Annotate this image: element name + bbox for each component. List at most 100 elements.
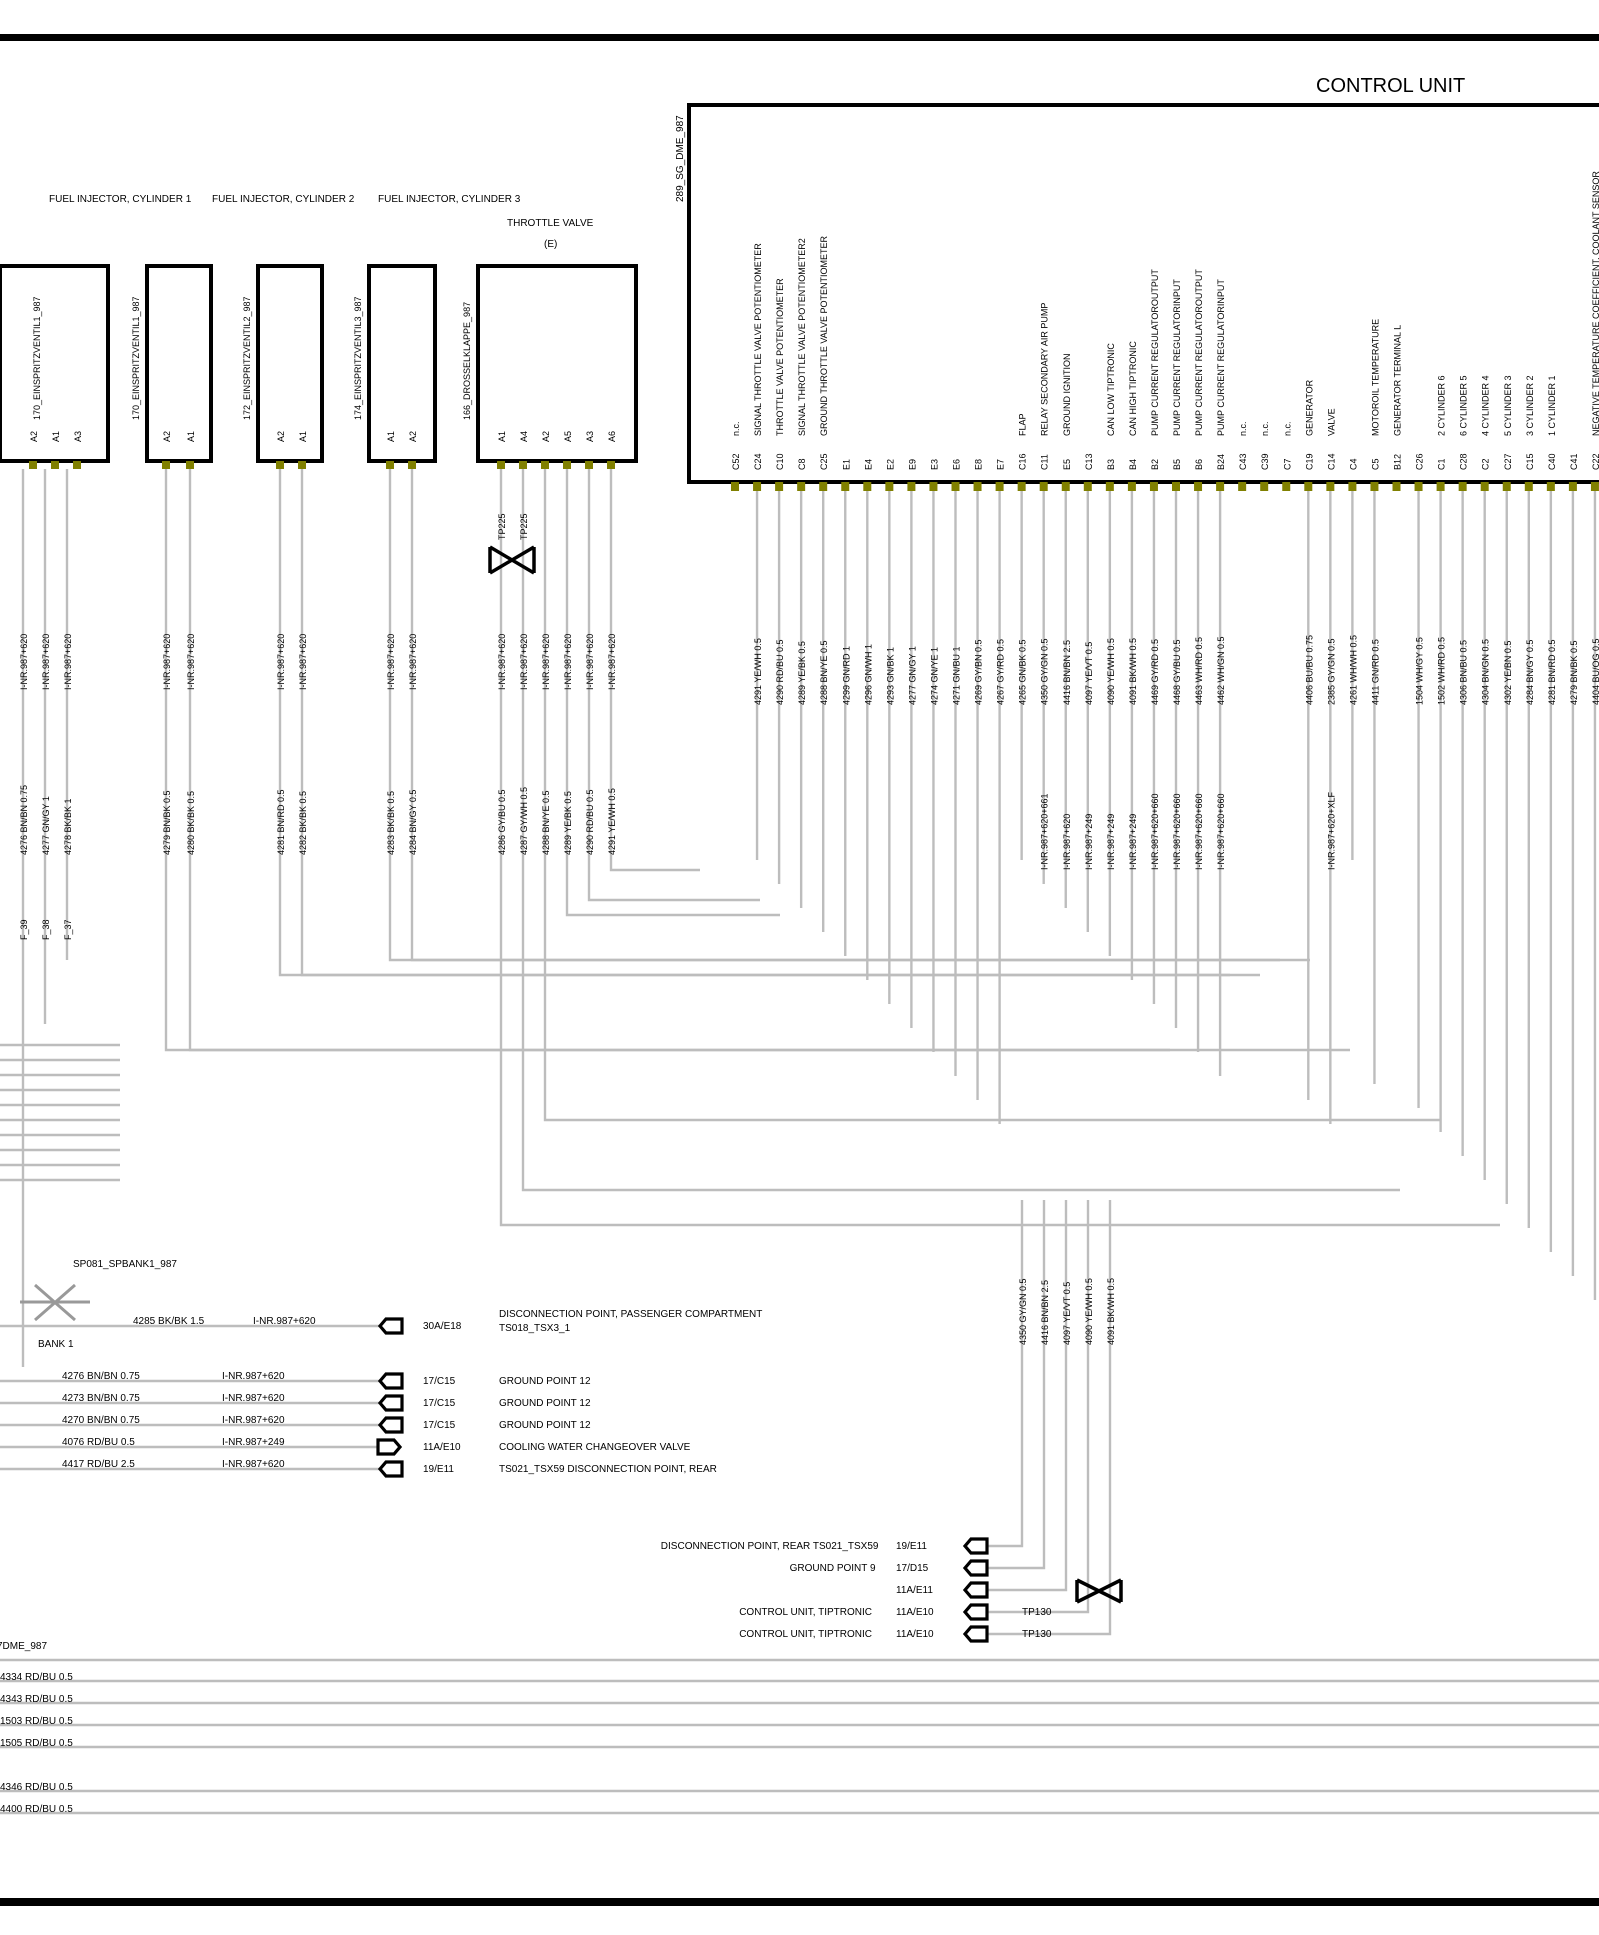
ecu-pin-id: C28 (1459, 453, 1469, 470)
pin-terminal (162, 461, 170, 469)
ecu-wire-label: 4091 BK/WH 0.5 (1128, 638, 1138, 705)
pin-terminal (563, 461, 571, 469)
ecu-pin-terminal (907, 482, 916, 491)
component-box-inj3 (256, 264, 324, 463)
ecu-pin-id: C52 (731, 453, 741, 470)
ecu-wire-label: 4306 BN/BU 0.5 (1459, 640, 1469, 705)
ecu-wire-label: 4279 BN/BK 0.5 (1569, 640, 1579, 705)
ecu-pin-id: C13 (1084, 453, 1094, 470)
left-harness-label: I-NR.987+620 (63, 634, 73, 690)
ecu-harness-label: I-NR.987+620+XLF (1326, 791, 1336, 870)
left-wire (521, 469, 1400, 1192)
left-wire (164, 469, 1170, 1052)
ecu-harness-label: I-NR.987+249 (1084, 814, 1094, 870)
right-connector-wire (987, 1200, 1024, 1548)
connector-symbol (377, 1394, 404, 1412)
connector-symbol (377, 1460, 404, 1478)
component-pin-label: A1 (497, 431, 507, 442)
right-connector-tp: TP130 (1022, 1607, 1052, 1618)
pin-terminal (497, 461, 505, 469)
components (0, 103, 1599, 1643)
ecu-wire-label: 4416 BN/BN 2.5 (1062, 640, 1072, 705)
ecu-pin-id: E8 (974, 459, 984, 470)
left-harness-label: I-NR.987+620 (386, 634, 396, 690)
ecu-pin-id: C19 (1304, 453, 1314, 470)
ecu-pin-function: PUMP CURRENT REGULATORINPUT (1216, 279, 1226, 436)
ecu-pin-id: C14 (1326, 453, 1336, 470)
ecu-wire-label: 4296 GN/WH 1 (863, 644, 873, 705)
pin-terminal (73, 461, 81, 469)
lower-wire-label: 4090 YE/WH 0.5 (1084, 1278, 1094, 1345)
left-harness-label: I-NR.987+620 (408, 634, 418, 690)
ecu-pin-id: C7 (1282, 458, 1292, 470)
lower-wire-label: 4416 BN/BN 2.5 (1040, 1280, 1050, 1345)
ecu-wire-label: 4290 RD/BU 0.5 (775, 639, 785, 705)
ecu-wire-label: 4284 BN/GY 0.5 (1525, 640, 1535, 705)
ecu-pin-terminal (841, 482, 850, 491)
ecu-pin-id: E1 (841, 459, 851, 470)
bottom-wire-label: 1505 RD/BU 0.5 (0, 1738, 73, 1749)
left-wire-label: 4278 BK/BK 1 (63, 798, 73, 855)
component-pin-label: A2 (162, 431, 172, 442)
test-point-symbol (488, 545, 536, 575)
test-point-label: TP225 (497, 513, 507, 540)
ecu-pin-terminal (1238, 482, 1247, 491)
right-connector-wire (987, 1200, 1068, 1592)
ecu-pin-id: B5 (1172, 459, 1182, 470)
ecu-harness-label: I-NR.987+620+661 (1040, 793, 1050, 870)
ground-row-harness-label: I-NR.987+620 (253, 1316, 316, 1327)
fuel-injector-2-heading: FUEL INJECTOR, CYLINDER 2 (212, 194, 355, 205)
ground-row-ref: 11A/E10 (423, 1442, 461, 1453)
left-harness-label: I-NR.987+620 (563, 634, 573, 690)
ground-row-destination: GROUND POINT 12 (499, 1376, 591, 1387)
fuse-label: F_38 (41, 919, 51, 940)
component-pin-label: A1 (298, 431, 308, 442)
ecu-pin-terminal (1304, 482, 1313, 491)
left-wire-label: 4282 BK/BK 0.5 (298, 791, 308, 855)
ecu-pin-function: 4 CYLINDER 4 (1481, 375, 1491, 436)
splice-sub-label: BANK 1 (38, 1339, 74, 1350)
ecu-pin-terminal (973, 482, 982, 491)
ecu-wire-label: 4304 BN/GN 0.5 (1481, 639, 1491, 705)
ecu-pin-terminal (775, 482, 784, 491)
left-wire-label: 4287 GY/WH 0.5 (519, 787, 529, 855)
ecu-pin-id: C11 (1040, 454, 1050, 470)
right-connector-name: CONTROL UNIT, TIPTRONIC (739, 1607, 872, 1618)
ecu-wire-label: 4469 GY/RD 0.5 (1150, 639, 1160, 705)
left-wire-label: 4279 BN/BK 0.5 (162, 790, 172, 855)
test-point-label: TP225 (519, 513, 529, 540)
ecu-pin-terminal (929, 482, 938, 491)
ecu-pin-id: B24 (1216, 454, 1226, 470)
pin-terminal (51, 461, 59, 469)
ecu-pin-terminal (731, 482, 739, 491)
ecu-pin-terminal (1127, 482, 1136, 491)
ecu-pin-id: C41 (1569, 453, 1579, 470)
ecu-pin-terminal (1392, 482, 1401, 491)
ecu-wire-label: 4299 GN/RD 1 (841, 646, 851, 705)
ecu-pin-id: B12 (1393, 454, 1403, 470)
left-harness-label: I-NR.987+620 (19, 634, 29, 690)
bottom-wire-label: 4334 RD/BU 0.5 (0, 1672, 73, 1683)
ecu-pin-function: n.c. (1260, 421, 1270, 436)
ecu-pin-id: E3 (929, 459, 939, 470)
ecu-harness-label: I-NR.987+249 (1128, 814, 1138, 870)
left-harness-label: I-NR.987+620 (276, 634, 286, 690)
ecu-pin-function: n.c. (1282, 421, 1292, 436)
ecu-wire-label: 4267 GY/RD 0.5 (996, 639, 1006, 705)
ecu-harness-label: I-NR.987+249 (1106, 814, 1116, 870)
right-connector-name: DISCONNECTION POINT, REAR TS021_TSX59 (661, 1541, 879, 1552)
ecu-pin-terminal (1172, 482, 1180, 491)
ecu-pin-function: 6 CYLINDER 5 (1459, 375, 1469, 436)
left-harness-label: I-NR.987+620 (41, 634, 51, 690)
ecu-pin-terminal (885, 482, 894, 491)
component-pin-label: A6 (607, 431, 617, 442)
ecu-pin-id: C5 (1370, 458, 1380, 470)
ecu-wire-label: 4291 YE/WH 0.5 (753, 638, 763, 705)
left-wire-label: 4289 YE/BK 0.5 (563, 791, 573, 855)
ground-row-ref: 30A/E18 (423, 1321, 462, 1332)
right-connector-ref: 11A/E11 (896, 1585, 933, 1596)
ecu-pin-id: E2 (885, 459, 895, 470)
ecu-harness-label: I-NR.987+620 (1062, 814, 1072, 870)
ground-row-destination: COOLING WATER CHANGEOVER VALVE (499, 1442, 691, 1453)
